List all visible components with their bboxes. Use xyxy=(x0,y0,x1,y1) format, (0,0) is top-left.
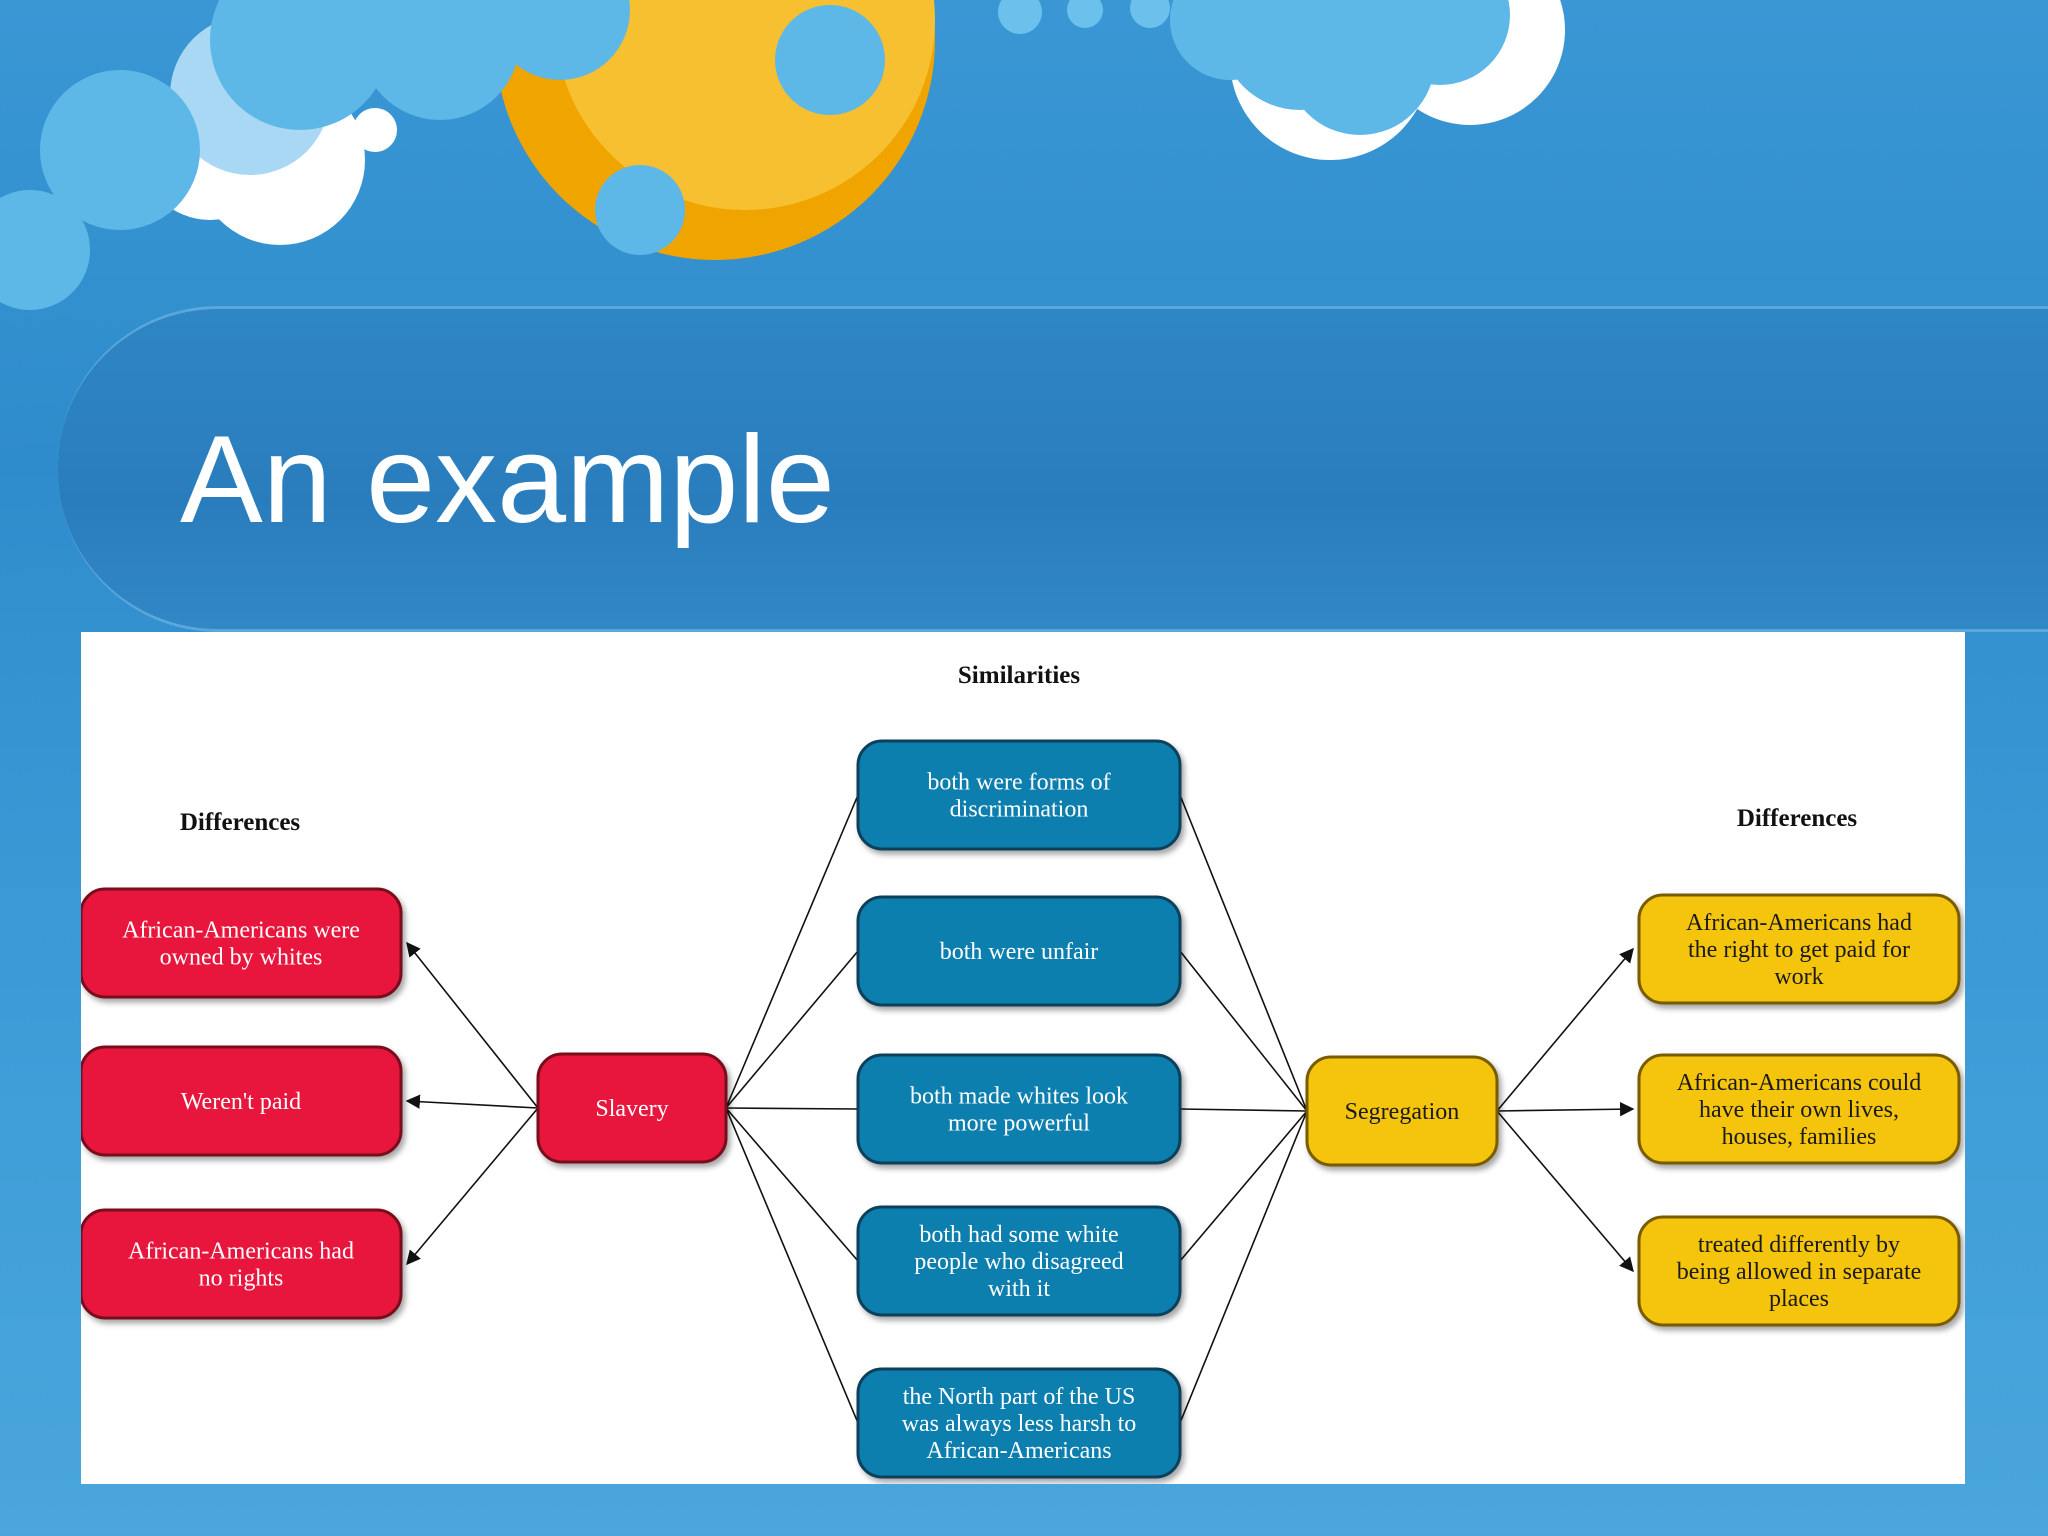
similarity-node-label: discrimination xyxy=(950,797,1089,823)
cloud-top-decoration xyxy=(998,0,1170,34)
similarity-node-label: was always less harsh to xyxy=(902,1411,1137,1437)
similarity-node-label: the North part of the US xyxy=(903,1384,1136,1410)
segregation-node-box xyxy=(1305,1055,1499,1167)
difference-right-node-label: places xyxy=(1769,1286,1829,1312)
difference-left-node-label: African-Americans had xyxy=(128,1239,354,1265)
similarity-node-label: African-Americans xyxy=(926,1438,1111,1464)
differences-left-header: Differences xyxy=(180,809,301,836)
segregation-node-label: Segregation xyxy=(1345,1099,1460,1125)
slavery-node: Slavery xyxy=(536,1052,728,1164)
slavery-difference-edge xyxy=(406,941,539,1109)
comparison-diagram: Slavery Segregation African-Americans were… xyxy=(81,662,1961,1479)
difference-right-node-box xyxy=(1637,893,1961,1005)
difference-left-node: Weren't paid xyxy=(81,1045,403,1157)
slavery-similarity-edge xyxy=(725,950,859,1109)
similarity-segregation-edge xyxy=(1179,1110,1308,1424)
diagram-edges xyxy=(405,794,1635,1424)
differences-right-header: Differences xyxy=(1737,805,1858,832)
slavery-similarity-edge xyxy=(725,1107,859,1262)
difference-right-node-label: treated differently by xyxy=(1698,1232,1900,1258)
segregation-difference-edge xyxy=(1496,1110,1634,1273)
difference-left-node-label: Weren't paid xyxy=(181,1089,301,1115)
difference-right-node-box xyxy=(1637,1215,1961,1327)
slavery-node-box xyxy=(536,1052,728,1164)
title-band xyxy=(58,306,2048,632)
segregation-difference-edge xyxy=(1496,1101,1635,1117)
slide-title: An example xyxy=(180,411,835,549)
similarity-node-box xyxy=(856,1053,1182,1165)
difference-right-node-label: being allowed in separate xyxy=(1677,1259,1922,1285)
difference-left-node-box xyxy=(81,1045,403,1157)
similarity-node-label: both were unfair xyxy=(940,939,1099,965)
difference-right-node-box xyxy=(1637,1053,1961,1165)
slavery-similarity-edge xyxy=(725,1107,859,1110)
difference-left-node-label: no rights xyxy=(199,1266,284,1292)
slavery-node-label: Slavery xyxy=(595,1096,668,1122)
slavery-difference-edge xyxy=(406,1107,539,1266)
similarity-node: both were unfair xyxy=(856,895,1182,1007)
difference-right-node-label: African-Americans could xyxy=(1677,1070,1922,1096)
similarity-node-label: people who disagreed xyxy=(914,1249,1123,1275)
difference-left-node-box xyxy=(81,887,403,999)
slavery-difference-edge xyxy=(405,1094,539,1109)
slavery-similarity-edge xyxy=(725,794,859,1109)
similarity-segregation-edge xyxy=(1179,1110,1308,1262)
cloud-left-decoration xyxy=(0,0,885,310)
slavery-similarity-edge xyxy=(725,1107,859,1424)
similarity-node-label: both made whites look xyxy=(910,1084,1128,1110)
difference-left-node-label: owned by whites xyxy=(160,945,323,971)
difference-right-node-label: the right to get paid for xyxy=(1688,937,1910,963)
similarity-node-box xyxy=(856,1367,1182,1479)
similarities-header: Similarities xyxy=(958,662,1080,689)
similarity-node-label: both had some white xyxy=(919,1222,1118,1248)
similarity-node-label: both were forms of xyxy=(927,770,1110,796)
similarity-segregation-edge xyxy=(1179,950,1308,1112)
similarity-node-box xyxy=(856,739,1182,851)
segregation-node: Segregation xyxy=(1305,1055,1499,1167)
diagram-panel: Slavery Segregation African-Americans were… xyxy=(81,632,1965,1484)
similarity-node-box xyxy=(856,1205,1182,1317)
similarity-node-label: with it xyxy=(988,1276,1050,1302)
similarity-segregation-edge xyxy=(1179,794,1308,1112)
cloud-right-decoration xyxy=(1170,0,1565,160)
difference-right-node-label: work xyxy=(1774,964,1823,990)
difference-left-node-label: African-Americans were xyxy=(122,918,360,944)
difference-left-node-box xyxy=(81,1208,403,1320)
segregation-difference-edge xyxy=(1496,947,1634,1112)
similarity-node-label: more powerful xyxy=(948,1111,1090,1137)
similarity-segregation-edge xyxy=(1179,1108,1308,1112)
similarity-node-box xyxy=(856,895,1182,1007)
difference-right-node-label: African-Americans had xyxy=(1686,910,1912,936)
difference-right-node-label: have their own lives, xyxy=(1699,1097,1899,1123)
diagram-nodes: Slavery Segregation African-Americans were… xyxy=(81,739,1961,1479)
difference-right-node-label: houses, families xyxy=(1722,1124,1877,1150)
